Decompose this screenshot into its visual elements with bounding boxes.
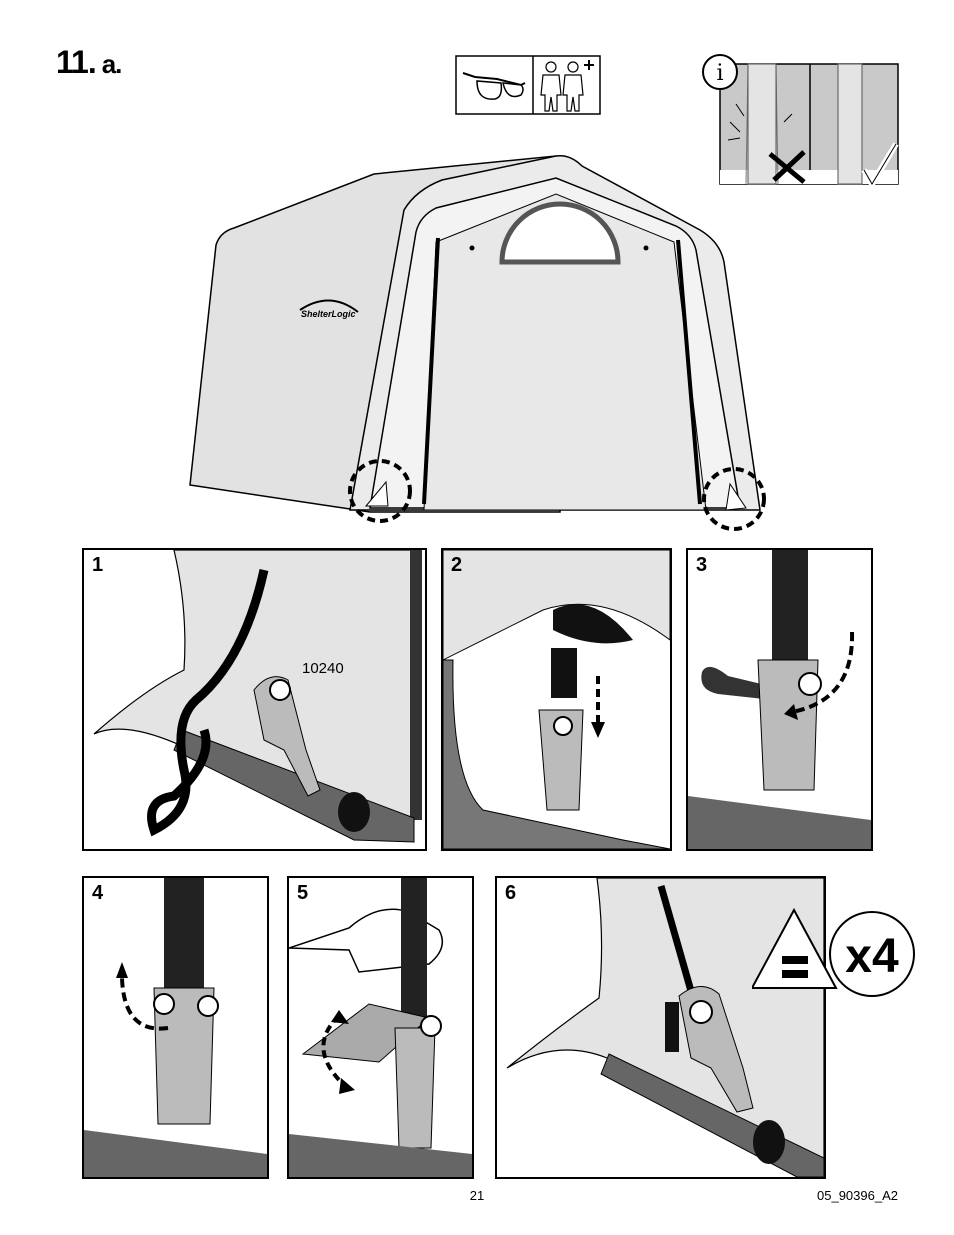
page-number: 21 <box>0 1188 954 1203</box>
step-number: 11. <box>56 44 96 80</box>
panel-4: 4 <box>82 876 269 1179</box>
svg-text:i: i <box>716 61 723 86</box>
document-code: 05_90396_A2 <box>817 1188 898 1203</box>
panel-1: 1 10240 <box>82 548 427 851</box>
panel-number: 6 <box>505 882 516 905</box>
repeat-badge: x4 <box>752 906 916 1002</box>
panel-2: 2 <box>441 548 672 851</box>
step-title: 11.a. <box>56 44 121 81</box>
step-sub: a. <box>102 49 122 79</box>
panel-number: 1 <box>92 554 103 577</box>
panel-5: 5 <box>287 876 474 1179</box>
panel-number: 5 <box>297 882 308 905</box>
brand-logo: ShelterLogic <box>301 309 356 319</box>
shelter-overview <box>180 150 780 535</box>
panel-number: 3 <box>696 554 707 577</box>
panel-number: 2 <box>451 554 462 577</box>
info-icon: i <box>703 55 737 89</box>
safety-icons-box <box>455 55 601 115</box>
repeat-count: x4 <box>845 930 899 983</box>
equals-triangle-icon <box>752 910 836 988</box>
panel-number: 4 <box>92 882 103 905</box>
panel-3: 3 <box>686 548 873 851</box>
part-number-label: 10240 <box>302 660 344 677</box>
